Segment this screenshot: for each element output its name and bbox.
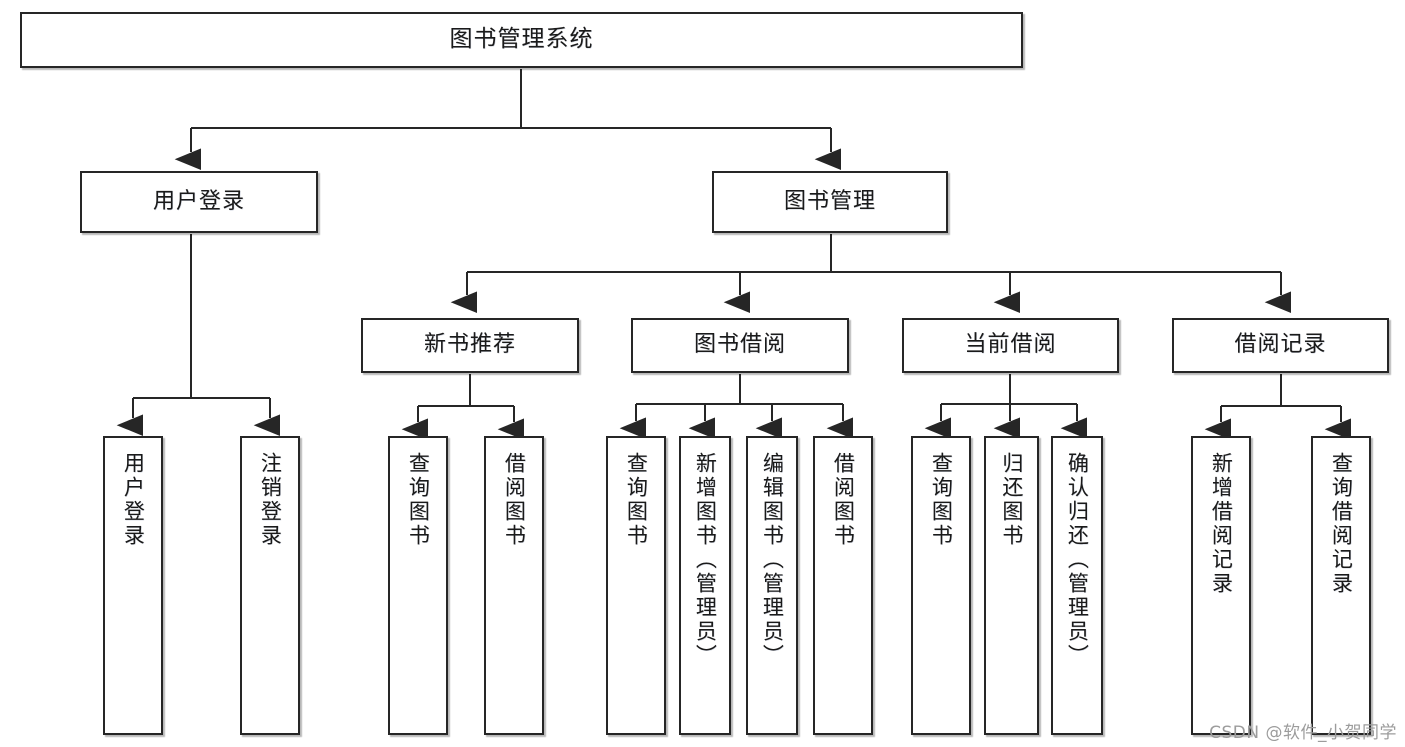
node-label: 图书借阅 xyxy=(693,332,786,358)
node-label: 注销登录 xyxy=(258,452,283,548)
node-label: 确认归还（管理员） xyxy=(1065,452,1090,668)
node-label: 查询图书 xyxy=(929,452,954,548)
node-label: 新书推荐 xyxy=(423,332,516,358)
node-label: 查询图书 xyxy=(406,452,431,548)
node-leaf-query-book-3[interactable]: 查询图书 xyxy=(911,436,971,735)
node-label: 借阅图书 xyxy=(502,452,527,548)
node-current-borrow[interactable]: 当前借阅 xyxy=(902,318,1119,373)
node-leaf-logout[interactable]: 注销登录 xyxy=(240,436,300,735)
node-label: 图书管理 xyxy=(783,188,876,214)
node-leaf-query-book-1[interactable]: 查询图书 xyxy=(388,436,448,735)
node-user-login[interactable]: 用户登录 xyxy=(80,171,318,233)
node-label: 图书管理系统 xyxy=(449,26,594,53)
node-book-borrow[interactable]: 图书借阅 xyxy=(631,318,849,373)
node-book-management[interactable]: 图书管理 xyxy=(712,171,948,233)
node-label: 新增图书（管理员） xyxy=(693,452,718,668)
node-label: 查询借阅记录 xyxy=(1329,452,1354,596)
node-book-management-system[interactable]: 图书管理系统 xyxy=(20,12,1023,68)
node-leaf-borrow-book-1[interactable]: 借阅图书 xyxy=(484,436,544,735)
node-leaf-confirm-return-admin[interactable]: 确认归还（管理员） xyxy=(1051,436,1103,735)
node-label: 借阅图书 xyxy=(831,452,856,548)
node-leaf-query-book-2[interactable]: 查询图书 xyxy=(606,436,666,735)
node-label: 用户登录 xyxy=(152,188,245,214)
node-leaf-user-login[interactable]: 用户登录 xyxy=(103,436,163,735)
node-label: 编辑图书（管理员） xyxy=(760,452,785,668)
node-leaf-borrow-book-2[interactable]: 借阅图书 xyxy=(813,436,873,735)
node-label: 当前借阅 xyxy=(964,332,1057,358)
node-label: 用户登录 xyxy=(121,452,146,548)
node-new-book-recommend[interactable]: 新书推荐 xyxy=(361,318,579,373)
node-leaf-return-book[interactable]: 归还图书 xyxy=(984,436,1039,735)
node-label: 新增借阅记录 xyxy=(1209,452,1234,596)
node-leaf-edit-book-admin[interactable]: 编辑图书（管理员） xyxy=(746,436,798,735)
node-leaf-add-record[interactable]: 新增借阅记录 xyxy=(1191,436,1251,735)
csdn-watermark: CSDN @软件_小贺同学 xyxy=(1209,723,1397,743)
node-leaf-add-book-admin[interactable]: 新增图书（管理员） xyxy=(679,436,731,735)
node-label: 归还图书 xyxy=(999,452,1024,548)
node-label: 借阅记录 xyxy=(1234,332,1327,358)
node-label: 查询图书 xyxy=(624,452,649,548)
node-leaf-query-record[interactable]: 查询借阅记录 xyxy=(1311,436,1371,735)
node-borrow-record[interactable]: 借阅记录 xyxy=(1172,318,1389,373)
